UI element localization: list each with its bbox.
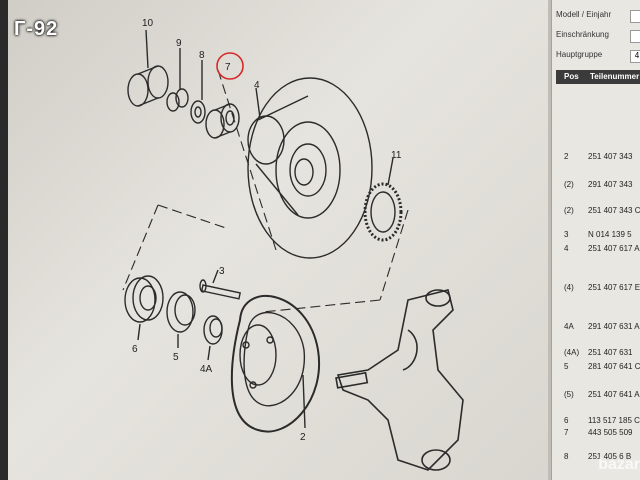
label-10: 10 [142,18,154,29]
row-part-number: 251 407 641 A [588,390,640,399]
row-part-number: 291 407 343 [588,180,633,189]
label-7: 7 [225,62,231,73]
assembly-guide-lines [122,69,409,313]
col-part: Teilenummer [590,72,640,81]
part-9-nut [166,88,189,112]
highlight-circle [216,52,244,80]
row-part-number: 291 407 631 A [588,322,640,331]
part-11-toothed-ring [363,182,403,242]
row-pos: (2) [564,206,574,215]
label-11: 11 [391,150,402,161]
label-9: 9 [176,38,182,49]
row-part-number: 251 407 617 E [588,283,640,292]
model-label: Modell / Einjahr [556,10,612,19]
listing-badge: Г-92 [14,18,59,40]
row-part-number: 251 407 617 A [588,244,640,253]
parts-diagram: 10 9 8 7 4 11 3 6 5 4A 2 [8,0,548,480]
exploded-view-svg: 10 9 8 7 4 11 3 6 5 4A 2 [122,18,464,471]
part-5-seal [166,291,196,333]
part-2-backing-plate [230,295,321,433]
table-header: Pos Teilenummer [556,70,640,84]
row-pos: 5 [564,362,569,371]
model-field[interactable] [630,10,640,23]
steering-knuckle [335,289,464,471]
col-pos: Pos [564,72,579,81]
row-part-number: 281 407 641 C [588,362,640,371]
part-6-outer-bearing [124,275,164,323]
row-pos: 6 [564,416,569,425]
part-3-bolt [199,279,241,300]
row-pos: 3 [564,230,569,239]
row-part-number: 251 407 343 [588,152,633,161]
row-pos: (5) [564,390,574,399]
row-pos: (2) [564,180,574,189]
row-pos: (4) [564,283,574,292]
label-4: 4 [254,80,260,91]
row-pos: 2 [564,152,569,161]
row-pos: 4 [564,244,569,253]
group-field[interactable]: 4 [630,50,640,63]
panel-divider [548,0,551,480]
parts-list-panel: Modell / Einjahr Einschränkung Hauptgrup… [551,0,640,480]
row-pos: (4A) [564,348,580,357]
row-part-number: 443 505 509 [588,428,633,437]
row-part-number: 251 407 631 [588,348,633,357]
restriction-field[interactable] [630,30,640,43]
label-6: 6 [132,344,138,355]
part-4-brake-disc [247,77,373,259]
row-pos: 7 [564,428,569,437]
label-3: 3 [219,266,225,277]
monitor-bezel [0,0,8,480]
label-8: 8 [199,50,205,61]
label-5: 5 [173,352,179,363]
group-label: Hauptgruppe [556,50,603,59]
row-part-number: 251 407 343 C [588,206,640,215]
part-4a-ring [203,315,223,345]
part-10-grease-cap [127,65,169,107]
label-4a: 4A [200,364,213,375]
label-2: 2 [300,432,306,443]
row-part-number: N 014 139 5 [588,230,632,239]
row-pos: 8 [564,452,569,461]
row-part-number: 113 517 185 C [588,416,640,425]
watermark-logo: bazar [598,456,640,473]
restriction-label: Einschränkung [556,30,609,39]
row-part-number: 251 405 6 B [588,452,632,461]
row-pos: 4A [564,322,574,331]
part-8-washer [190,100,206,124]
